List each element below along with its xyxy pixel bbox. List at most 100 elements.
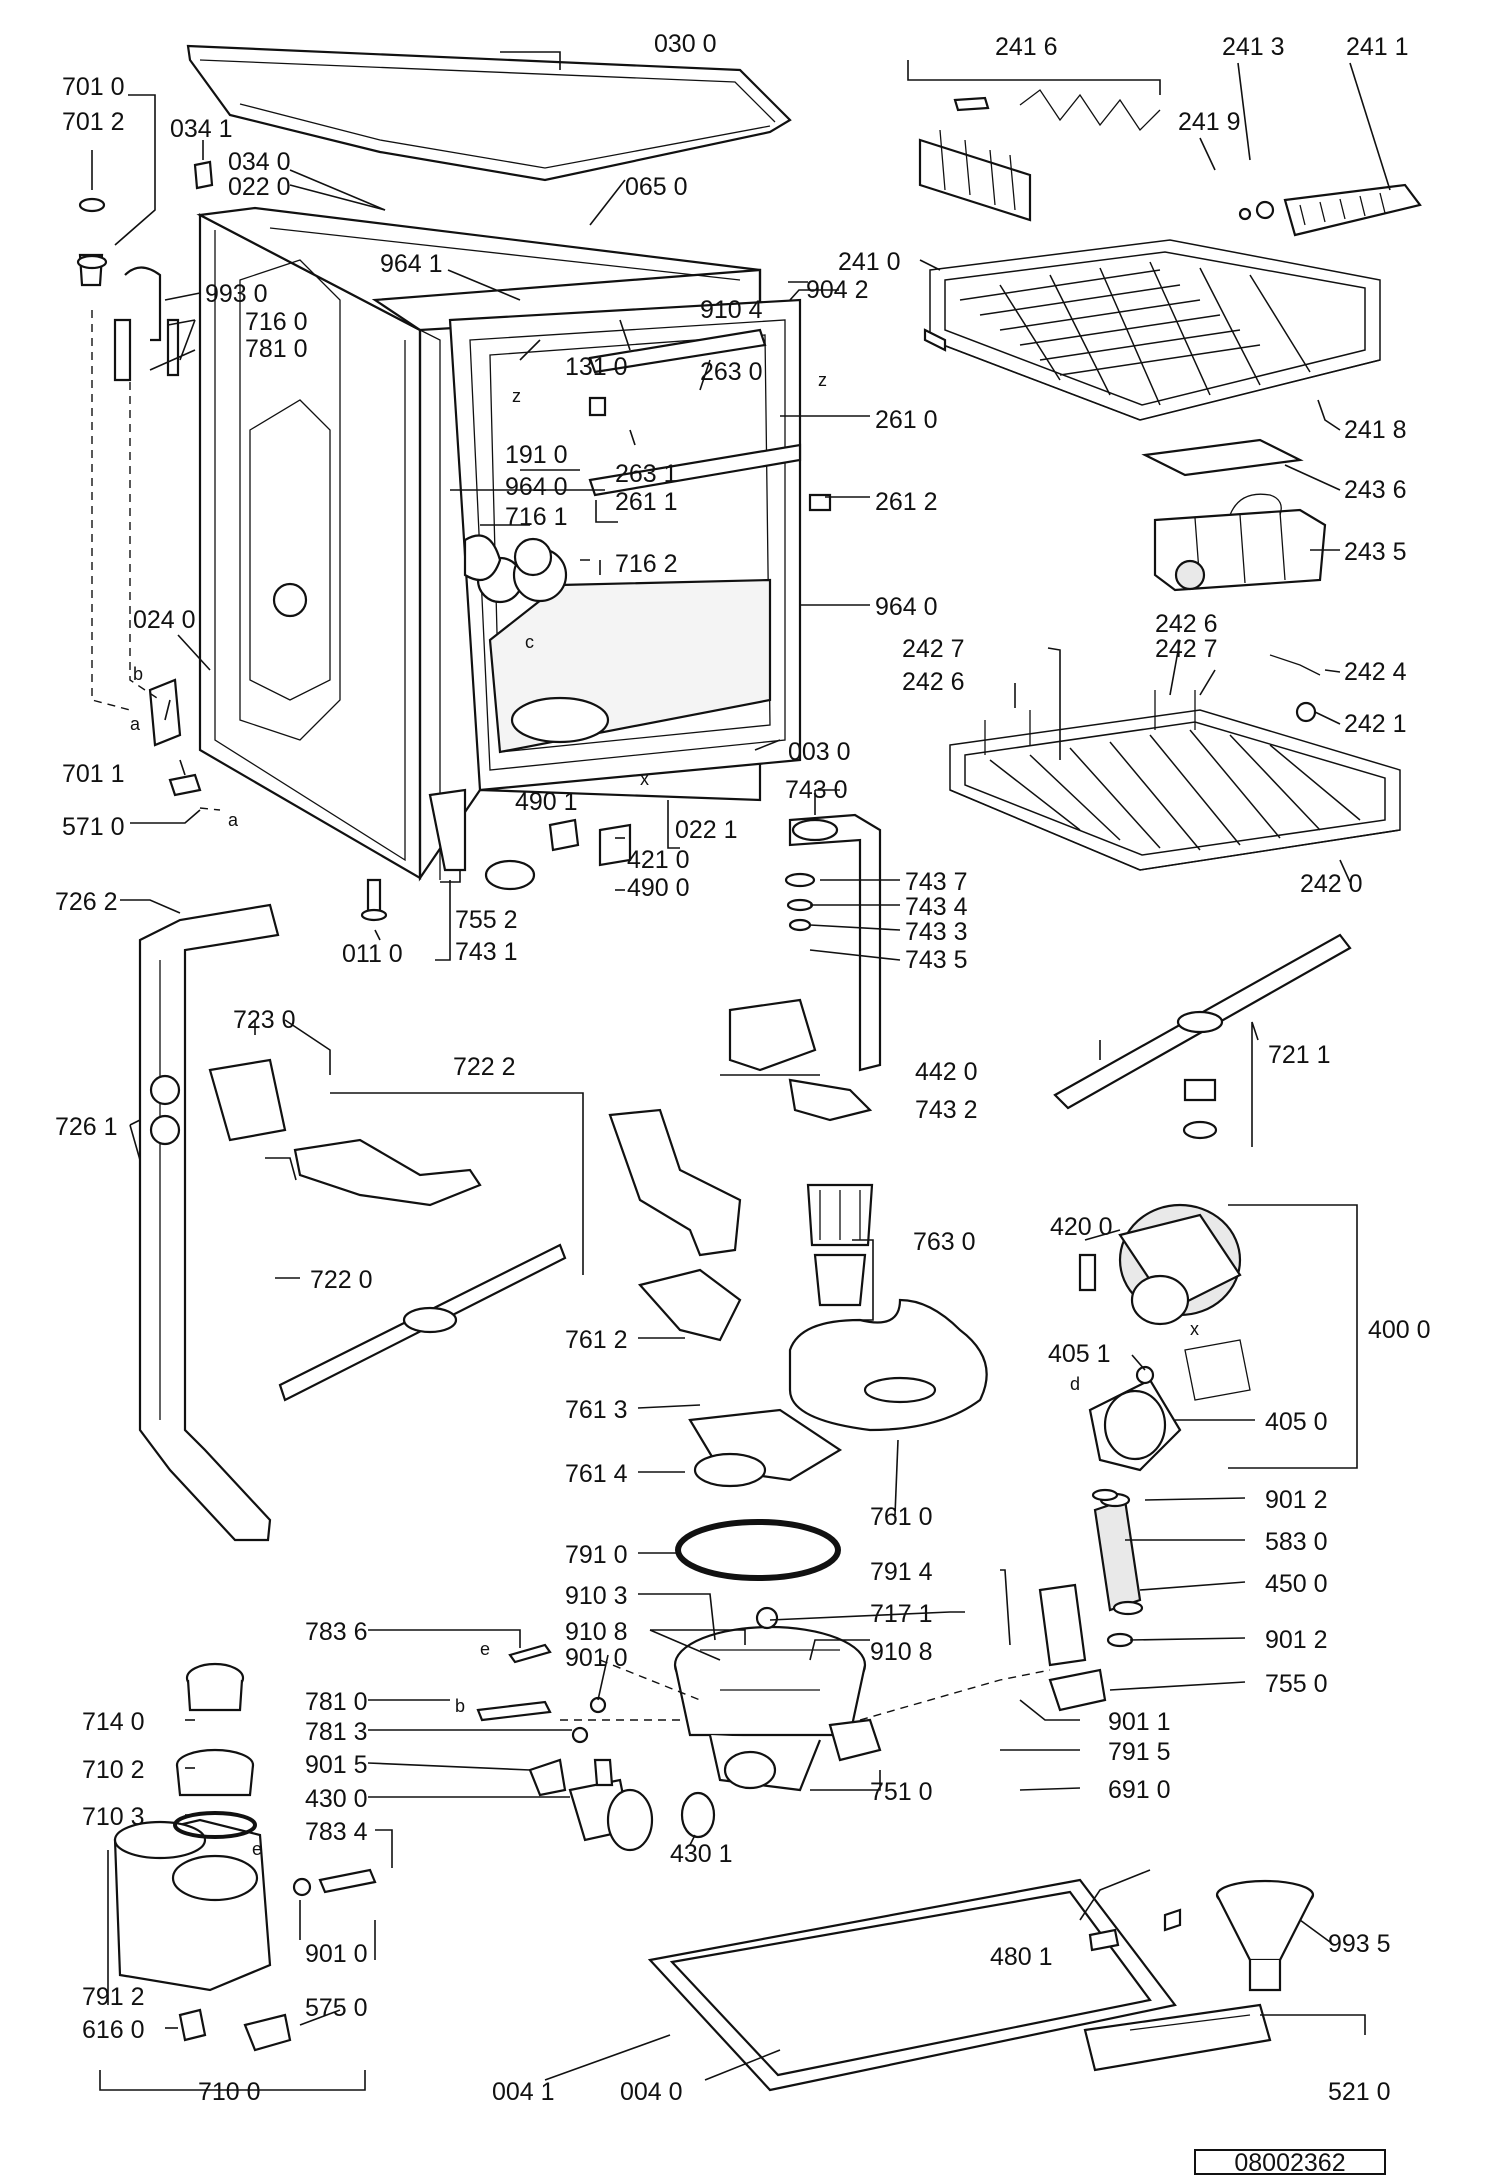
- label-263-0: 263 0: [700, 358, 763, 386]
- label-243-5: 243 5: [1344, 538, 1407, 566]
- label-791-4: 791 4: [870, 1558, 933, 1586]
- label-480-1: 480 1: [990, 1943, 1053, 1971]
- letter-marker-x: x: [1190, 1319, 1199, 1339]
- label-701-0: 701 0: [62, 73, 125, 101]
- label-024-0: 024 0: [133, 606, 196, 634]
- label-710-2: 710 2: [82, 1756, 145, 1784]
- label-993-0: 993 0: [205, 280, 268, 308]
- label-575-0: 575 0: [305, 1994, 368, 2022]
- label-490-1: 490 1: [515, 788, 578, 816]
- label-781-3: 781 3: [305, 1718, 368, 1746]
- label-701-2: 701 2: [62, 108, 125, 136]
- circulation-pump-part: [1078, 1203, 1251, 1472]
- label-242-1: 242 1: [1344, 710, 1407, 738]
- label-003-0: 003 0: [788, 738, 851, 766]
- label-791-5: 791 5: [1108, 1738, 1171, 1766]
- label-191-0: 191 0: [505, 441, 568, 469]
- document-number: 08002362: [1234, 2149, 1345, 2177]
- label-904-2: 904 2: [806, 276, 869, 304]
- label-901-5: 901 5: [305, 1751, 368, 1779]
- label-743-0: 743 0: [785, 776, 848, 804]
- top-cover-part: [186, 44, 792, 182]
- label-763-0: 763 0: [913, 1228, 976, 1256]
- letter-marker-c: c: [525, 632, 534, 652]
- label-710-0: 710 0: [198, 2078, 261, 2106]
- label-710-3: 710 3: [82, 1803, 145, 1831]
- letter-marker-e: e: [252, 1839, 262, 1859]
- label-421-0: 421 0: [627, 846, 690, 874]
- upper-spray-arm-part: [1053, 933, 1352, 1140]
- label-004-1: 004 1: [492, 2078, 555, 2106]
- label-261-1: 261 1: [615, 488, 678, 516]
- label-901-2a: 901 2: [1265, 1486, 1328, 1514]
- label-723-0: 723 0: [233, 1006, 296, 1034]
- label-242-7a: 242 7: [902, 635, 965, 663]
- document-number-box: 08002362: [1194, 2149, 1386, 2177]
- label-901-0a: 901 0: [565, 1644, 628, 1672]
- label-964-1: 964 1: [380, 250, 443, 278]
- label-722-2: 722 2: [453, 1053, 516, 1081]
- label-743-3: 743 3: [905, 918, 968, 946]
- label-714-0: 714 0: [82, 1708, 145, 1736]
- label-901-2b: 901 2: [1265, 1626, 1328, 1654]
- label-241-8: 241 8: [1344, 416, 1407, 444]
- letter-marker-z: z: [818, 370, 827, 390]
- label-910-4: 910 4: [700, 296, 763, 324]
- letter-markers: b a a z z c x x d e e b: [130, 370, 1199, 1859]
- label-022-1: 022 1: [675, 816, 738, 844]
- label-717-1: 717 1: [870, 1600, 933, 1628]
- seal-ring-part: [675, 1519, 841, 1581]
- label-761-0: 761 0: [870, 1503, 933, 1531]
- label-243-6: 243 6: [1344, 476, 1407, 504]
- label-261-0: 261 0: [875, 406, 938, 434]
- label-241-3: 241 3: [1222, 33, 1285, 61]
- label-755-2: 755 2: [455, 906, 518, 934]
- label-910-8b: 910 8: [870, 1638, 933, 1666]
- label-791-2: 791 2: [82, 1983, 145, 2011]
- lower-basket-part: [949, 654, 1401, 871]
- spray-channel-part: [608, 1108, 988, 1488]
- softener-seal-ring: [173, 1811, 257, 1839]
- base-frame-part: [647, 1878, 1182, 2092]
- letter-marker-a: a: [228, 810, 239, 830]
- letter-marker-x: x: [640, 769, 649, 789]
- drain-pump-part: [568, 1758, 654, 1852]
- label-716-2: 716 2: [615, 550, 678, 578]
- cup-shelf-part: [1238, 183, 1422, 237]
- label-901-0b: 901 0: [305, 1940, 368, 1968]
- water-softener-part: [113, 1662, 292, 2052]
- label-743-2: 743 2: [915, 1096, 978, 1124]
- label-034-1: 034 1: [170, 115, 233, 143]
- label-442-0: 442 0: [915, 1058, 978, 1086]
- letter-marker-b: b: [133, 664, 143, 684]
- label-721-1: 721 1: [1268, 1041, 1331, 1069]
- label-065-0: 065 0: [625, 173, 688, 201]
- label-241-6: 241 6: [995, 33, 1058, 61]
- water-supply-tube-part: [138, 903, 280, 1542]
- label-761-2: 761 2: [565, 1326, 628, 1354]
- label-030-0: 030 0: [654, 30, 717, 58]
- label-521-0: 521 0: [1328, 2078, 1391, 2106]
- label-910-8a: 910 8: [565, 1618, 628, 1646]
- label-242-0: 242 0: [1300, 870, 1363, 898]
- label-241-1: 241 1: [1346, 33, 1409, 61]
- label-420-0: 420 0: [1050, 1213, 1113, 1241]
- label-761-3: 761 3: [565, 1396, 628, 1424]
- label-571-0: 571 0: [62, 813, 125, 841]
- letter-marker-e: e: [480, 1639, 490, 1659]
- label-490-0: 490 0: [627, 874, 690, 902]
- label-993-5: 993 5: [1328, 1930, 1391, 1958]
- filter-part: [806, 1183, 874, 1307]
- label-450-0: 450 0: [1265, 1570, 1328, 1598]
- label-791-0: 791 0: [565, 1541, 628, 1569]
- control-panel-part: [1083, 2003, 1272, 2072]
- funnel-part: [1215, 1879, 1315, 1992]
- label-743-1: 743 1: [455, 938, 518, 966]
- label-405-1: 405 1: [1048, 1340, 1111, 1368]
- label-761-4: 761 4: [565, 1460, 628, 1488]
- label-405-0: 405 0: [1265, 1408, 1328, 1436]
- leader-lines: [91, 51, 1391, 2091]
- label-241-9: 241 9: [1178, 108, 1241, 136]
- label-583-0: 583 0: [1265, 1528, 1328, 1556]
